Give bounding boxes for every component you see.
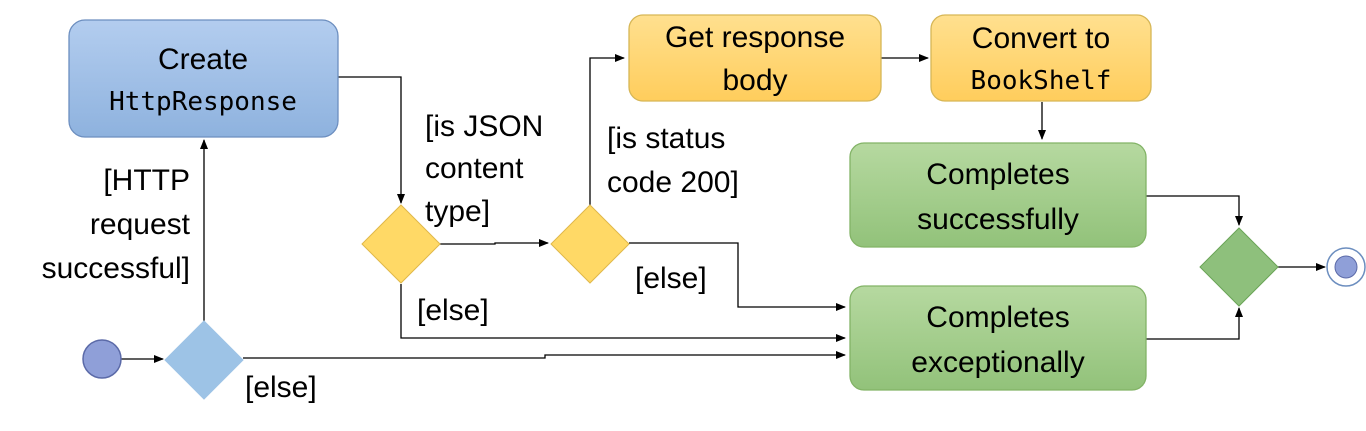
guard-is-status-code-200: [is status code 200]: [607, 122, 739, 199]
guard-json-line2: content: [425, 152, 524, 185]
edge-success-to-merge: [1146, 195, 1243, 226]
initial-node: [82, 339, 122, 379]
edge-create-response-to-json-decision: [338, 76, 405, 204]
action-create-http-response: Create HttpResponse: [68, 19, 339, 138]
decision-http-successful: [164, 320, 244, 400]
completes-successfully-line1: Completes: [926, 158, 1069, 191]
edges: [121, 54, 1326, 363]
edge-exception-to-merge: [1146, 307, 1243, 340]
action-convert-to-bookshelf: Convert to BookShelf: [930, 14, 1152, 102]
guard-http-line1: [HTTP: [103, 164, 190, 197]
decision-is-json: [361, 204, 441, 284]
guard-json-line3: type]: [425, 195, 490, 228]
action-completes-exceptionally: Completes exceptionally: [849, 285, 1147, 391]
edge-status-decision-to-get-body: [589, 54, 625, 205]
convert-label-line2: BookShelf: [971, 66, 1112, 96]
guard-json-line1: [is JSON: [425, 110, 543, 143]
action-completes-successfully: Completes successfully: [849, 142, 1147, 248]
guard-else-http: [else]: [245, 371, 317, 404]
create-response-label-line2: HttpResponse: [109, 87, 297, 117]
guard-http-line3: successful]: [42, 252, 190, 285]
create-response-label-line1: Create: [158, 43, 248, 76]
get-body-label-line2: body: [722, 64, 787, 97]
edge-json-decision-to-status-decision: [440, 239, 549, 247]
guard-status-line2: code 200]: [607, 166, 739, 199]
guard-else-status: [else]: [635, 262, 707, 295]
completes-exceptionally-line2: exceptionally: [911, 346, 1084, 379]
guard-status-line1: [is status: [607, 122, 725, 155]
final-node: [1326, 247, 1366, 287]
decision-status-200: [550, 204, 630, 284]
get-body-label-line1: Get response: [665, 21, 845, 54]
action-get-response-body: Get response body: [628, 14, 882, 102]
edge-json-else-to-completes-exceptionally: [400, 284, 846, 342]
edge-status-else-to-completes-exceptionally: [629, 242, 846, 311]
guard-http-line2: request: [90, 208, 191, 241]
edge-http-else-to-completes-exceptionally: [243, 351, 846, 359]
completes-exceptionally-line1: Completes: [926, 301, 1069, 334]
guard-http-request-successful: [HTTP request successful]: [42, 164, 191, 285]
guard-else-json: [else]: [417, 294, 489, 327]
merge-node: [1199, 227, 1279, 307]
convert-label-line1: Convert to: [972, 22, 1110, 55]
completes-successfully-line2: successfully: [917, 203, 1079, 236]
guard-is-json-content-type: [is JSON content type]: [425, 110, 543, 228]
